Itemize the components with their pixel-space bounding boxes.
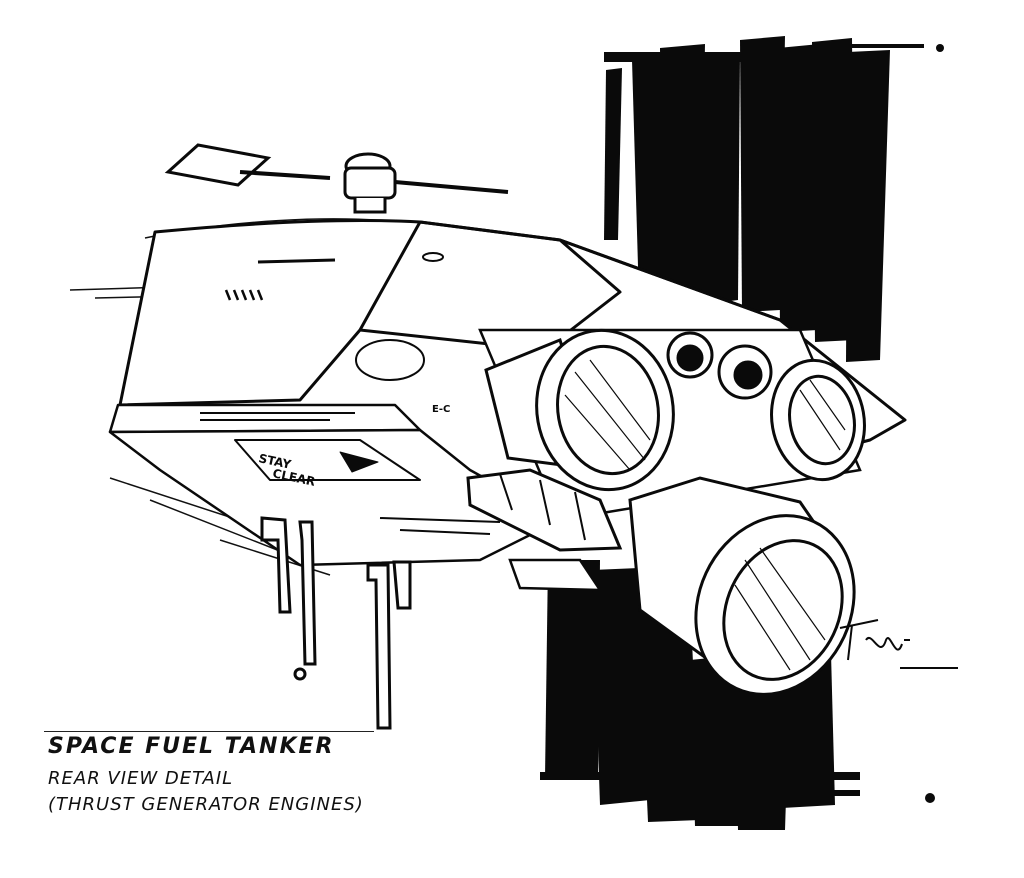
- caption-underline: [44, 731, 374, 732]
- artist-signature: [839, 619, 958, 669]
- engine-cluster: [466, 328, 866, 696]
- caption-subtitle: REAR VIEW DETAIL: [48, 768, 234, 789]
- caption-note: (THRUST GENERATOR ENGINES): [48, 794, 364, 815]
- decal-stay: STAY: [257, 451, 292, 472]
- landing-struts: [260, 516, 412, 730]
- antenna-mast: [164, 143, 509, 214]
- hull-id: E-C: [432, 404, 450, 415]
- caption-title: SPACE FUEL TANKER: [48, 734, 335, 759]
